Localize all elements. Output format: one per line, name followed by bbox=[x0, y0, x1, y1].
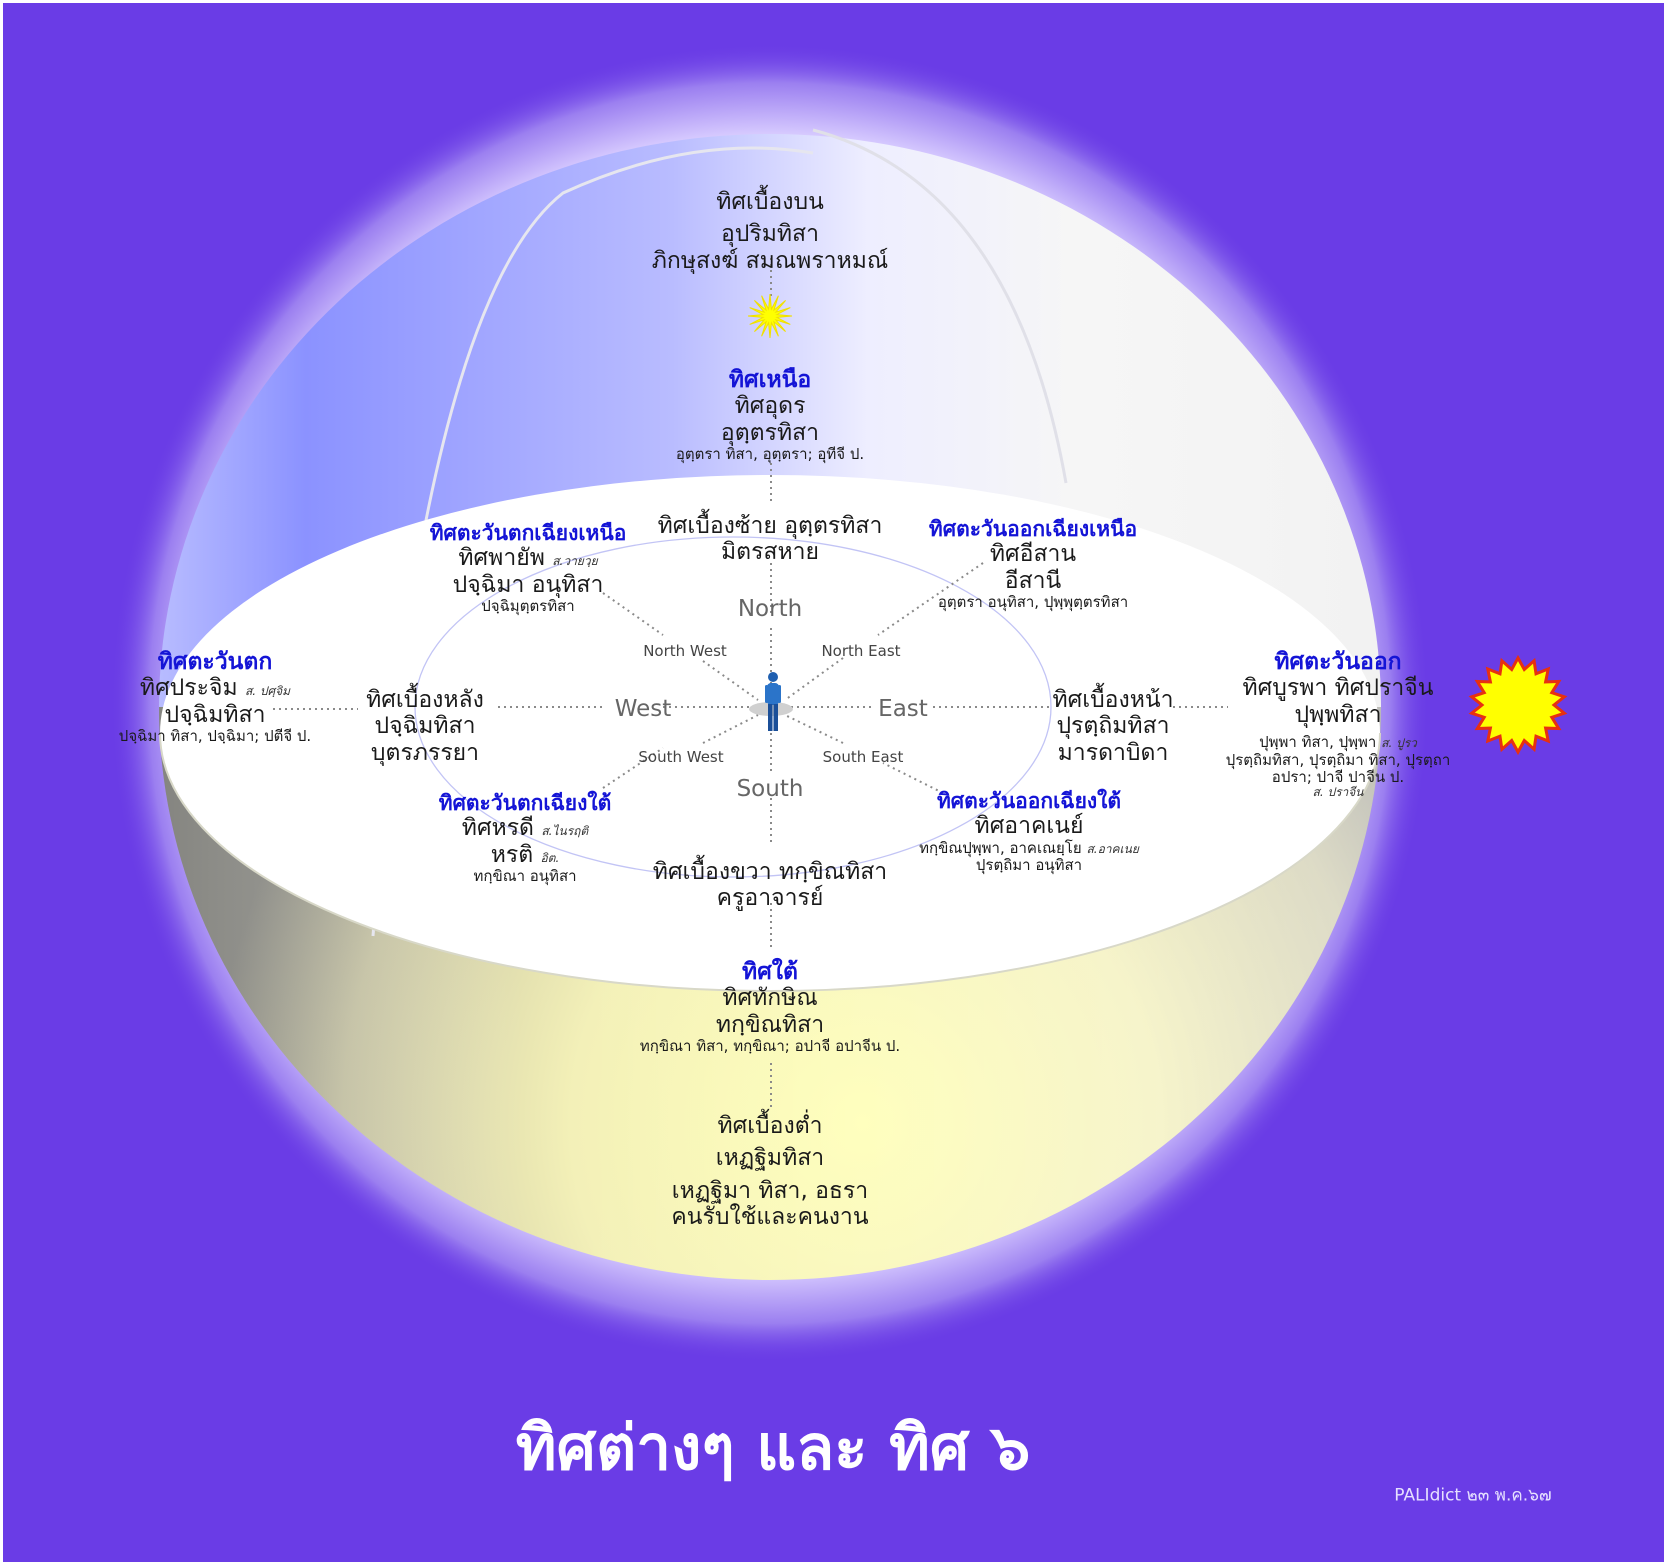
northeast-label: ทิศตะวันออกเฉียงเหนือ ทิศอีสาน อีสานี อุ… bbox=[928, 517, 1138, 612]
northwest-label: ทิศตะวันตกเฉียงเหนือ ทิศพายัพ ส.วายวฺย ป… bbox=[429, 521, 627, 616]
southwest-heading: ทิศตะวันตกเฉียงใต้ bbox=[438, 791, 612, 815]
west-heading: ทิศตะวันตก bbox=[157, 649, 273, 675]
compass-south: South bbox=[736, 776, 804, 802]
sun-icon bbox=[1468, 654, 1568, 756]
right-direction-label: ทิศเบื้องขวา ทกฺขิณทิสา ครูอาจารย์ bbox=[652, 859, 888, 912]
north-label: ทิศเหนือ ทิศอุดร อุตฺตรทิสา อุตฺตรา ทิสา… bbox=[675, 367, 865, 464]
front-direction-label: ทิศเบื้องหน้า ปุรตฺถิมทิสา มารดาบิดา bbox=[1052, 687, 1174, 766]
meridian-east bbox=[812, 128, 1068, 484]
east-label: ทิศตะวันออก ทิศบูรพา ทิศปราจีน ปุพฺพทิสา… bbox=[1225, 649, 1451, 800]
nadir-label: ทิศเบื้องต่ำ เหฏฐิมทิสา เหฏฐิมา ทิสา, อธ… bbox=[671, 1113, 869, 1231]
south-label: ทิศใต้ ทิศทักษิณ ทกฺขิณทิสา ทกฺขิณา ทิสา… bbox=[639, 959, 901, 1056]
north-heading: ทิศเหนือ bbox=[728, 367, 812, 393]
compass-north: North bbox=[737, 596, 803, 622]
east-heading: ทิศตะวันออก bbox=[1274, 649, 1402, 675]
southeast-label: ทิศตะวันออกเฉียงใต้ ทิศอาคเนย์ ทกฺขิณปุพ… bbox=[919, 789, 1139, 874]
southeast-heading: ทิศตะวันออกเฉียงใต้ bbox=[936, 789, 1122, 813]
zenith-label: ทิศเบื้องบน อุปริมทิสา ภิกษุสงฆ์ สมณพราห… bbox=[651, 189, 889, 274]
west-label: ทิศตะวันตก ทิศประจิม ส. ปศฺจิม ปจฺฉิมทิส… bbox=[118, 649, 312, 746]
back-direction-label: ทิศเบื้องหลัง ปจฺฉิมทิสา บุตรภรรยา bbox=[366, 687, 484, 766]
compass-north-east: North East bbox=[821, 642, 901, 660]
compass-north-west: North West bbox=[643, 642, 727, 660]
left-direction-label: ทิศเบื้องซ้าย อุตฺตรทิสา มิตรสหาย bbox=[657, 513, 883, 566]
direction-guides bbox=[273, 258, 1228, 1108]
south-heading: ทิศใต้ bbox=[742, 959, 798, 985]
person-icon bbox=[765, 672, 781, 731]
diagram-canvas: North South West East North West North E… bbox=[3, 3, 1664, 1562]
compass-west: West bbox=[614, 696, 672, 722]
sphere-diagram bbox=[90, 23, 1568, 1383]
credit-text: PALIdict ๒๓ พ.ค.๖๗ bbox=[1394, 1485, 1552, 1506]
zenith-star-icon bbox=[747, 293, 793, 339]
northwest-heading: ทิศตะวันตกเฉียงเหนือ bbox=[429, 521, 627, 545]
page-title: ทิศต่างๆ และ ทิศ ๖ bbox=[515, 1411, 1031, 1484]
inner-orbit bbox=[414, 536, 1052, 878]
compass-south-west: South West bbox=[638, 748, 724, 766]
compass-south-east: South East bbox=[822, 748, 904, 766]
northeast-heading: ทิศตะวันออกเฉียงเหนือ bbox=[928, 517, 1138, 541]
southwest-label: ทิศตะวันตกเฉียงใต้ ทิศหรดี ส.ไนรฤติ หรติ… bbox=[438, 791, 612, 886]
compass-east: East bbox=[878, 696, 928, 722]
